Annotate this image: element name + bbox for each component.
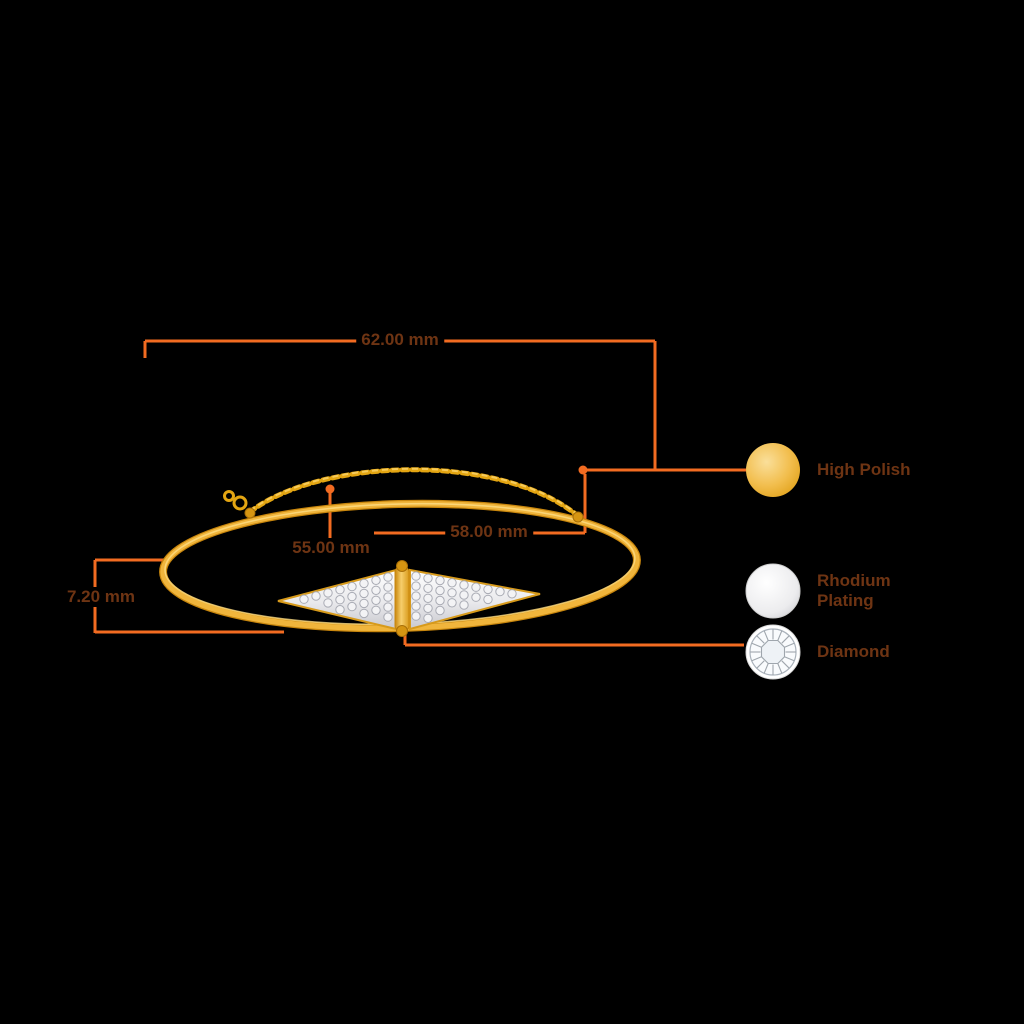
legend-swatch-high-polish xyxy=(746,443,800,497)
dimension-label-motif-height: 7.20 mm xyxy=(61,587,141,607)
legend-swatch-diamond xyxy=(745,624,801,680)
legend-label-diamond: Diamond xyxy=(817,642,890,661)
dimension-label-overall-width: 62.00 mm xyxy=(356,330,444,350)
dimension-label-inner-width: 58.00 mm xyxy=(445,522,533,542)
safety-chain xyxy=(223,467,584,523)
dimension-label-chain-length: 55.00 mm xyxy=(287,538,375,558)
legend-label-high-polish: High Polish xyxy=(817,460,911,479)
chain-clasp-icon xyxy=(232,495,248,511)
diamond-facets-icon xyxy=(750,629,796,675)
center-motif xyxy=(277,560,541,637)
legend-swatch-rhodium xyxy=(745,563,801,619)
legend-label-rhodium-plating: Rhodium Plating xyxy=(817,570,891,610)
pave-diamonds xyxy=(299,571,517,623)
